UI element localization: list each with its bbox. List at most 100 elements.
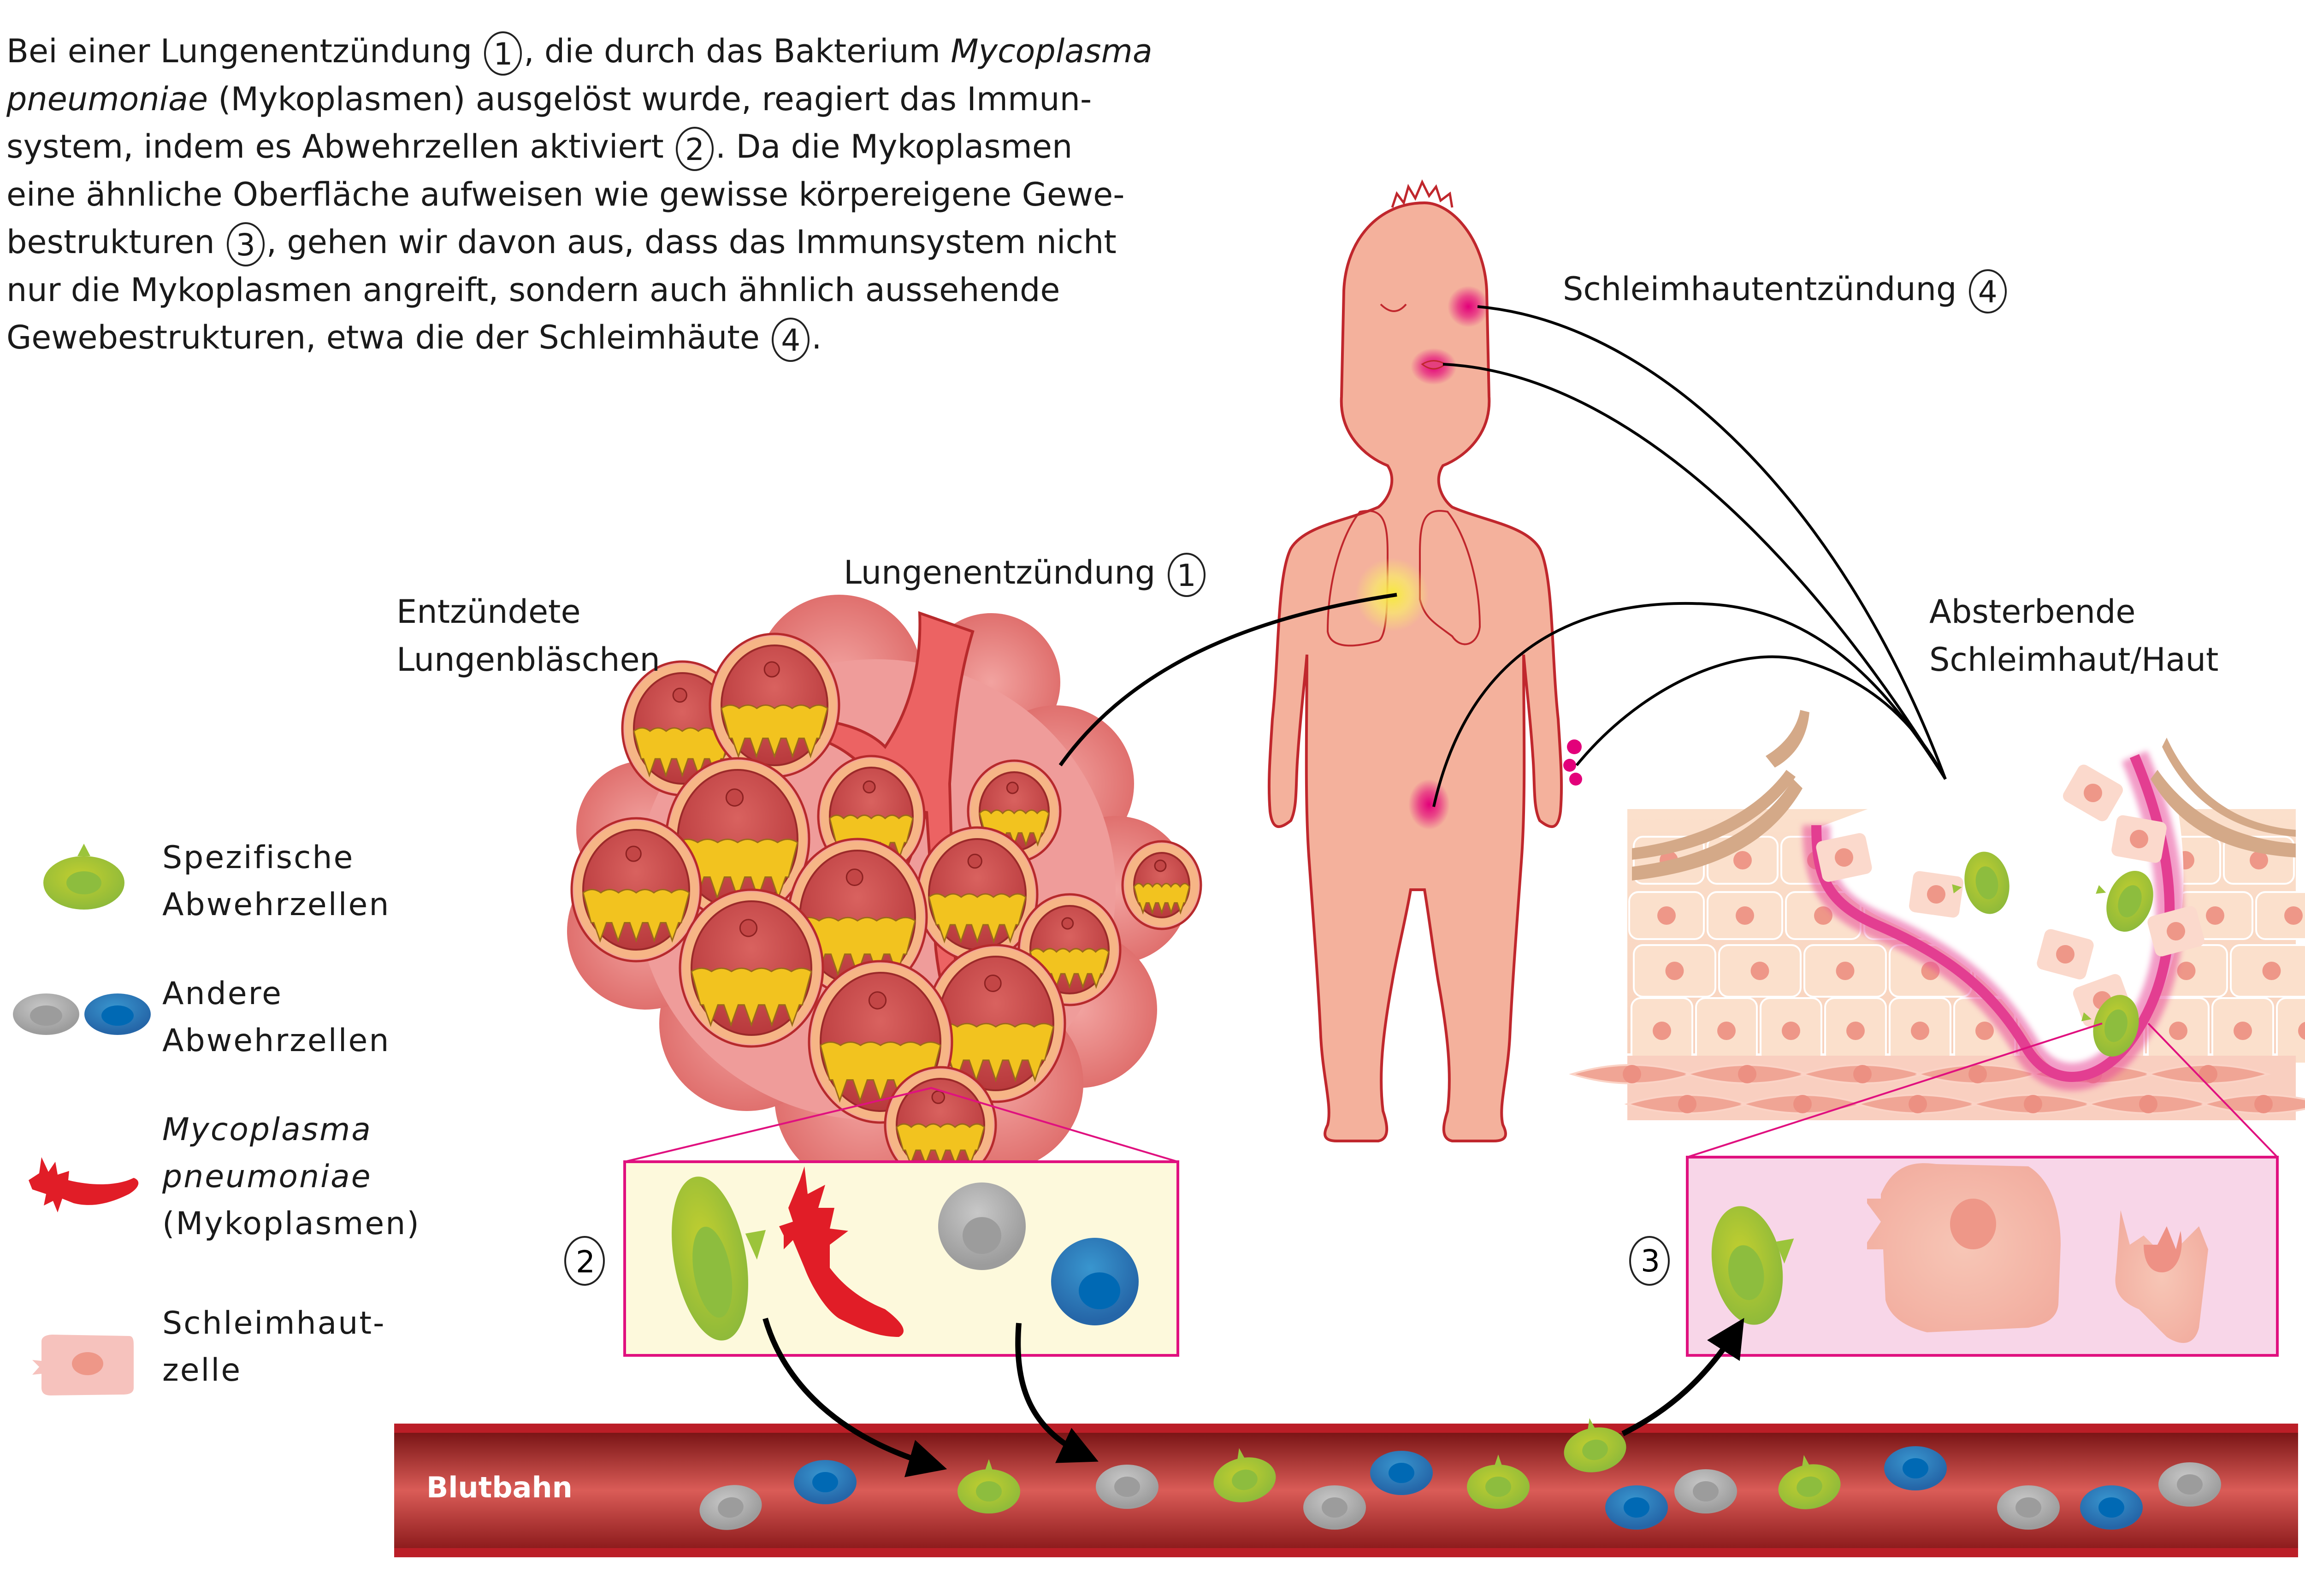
alveolus	[925, 944, 1066, 1103]
connector-wrist-to-skin	[1575, 655, 1947, 780]
detached-mucosal-cell	[1909, 871, 1963, 918]
alveolus	[570, 817, 702, 963]
legend-label-line: Abwehrzellen	[162, 887, 390, 923]
basal-cell	[1915, 1064, 2041, 1084]
skin-inflammation-spot	[1569, 773, 1582, 786]
other-immune-cell-gray	[1674, 1469, 1737, 1513]
epithelial-cell	[1633, 944, 1716, 998]
intro-text-after: , gehen wir davon aus, dass das Immunsys…	[266, 223, 1117, 261]
intro-line: nur die Mykoplasmen angreift, sondern au…	[6, 266, 1152, 314]
other-immune-cell-gray	[1096, 1465, 1158, 1509]
mycoplasma-bacterium	[779, 1166, 904, 1337]
epithelial-cell	[1760, 997, 1822, 1064]
arrow-specific-cell-to-blood	[762, 1318, 947, 1478]
intro-number-marker: 4	[772, 317, 810, 362]
label-inflamed-alveoli-line2: Lungenbläschen	[396, 641, 660, 679]
skin-inflammation-spot	[1567, 739, 1582, 754]
other-immune-cell-gray	[1303, 1485, 1366, 1530]
detached-mucosal-cells	[1816, 764, 2205, 1027]
intro-number-marker: 2	[676, 126, 714, 171]
specific-immune-cell	[957, 1459, 1020, 1513]
other-immune-cell-gray	[1997, 1485, 2060, 1530]
intro-text-before: system, indem es Abwehrzellen aktiviert	[6, 127, 674, 166]
label-inflamed-alveoli-line1: Entzündete	[396, 593, 581, 631]
keratin-layer-right	[2151, 738, 2296, 857]
basal-cell	[1855, 1094, 1981, 1114]
specific-immune-cell	[1564, 1418, 1626, 1472]
alveolus	[1017, 893, 1122, 1006]
alveolus	[916, 826, 1039, 963]
intro-text-before: bestrukturen	[6, 223, 225, 261]
connector-genital-to-skin	[1432, 602, 1947, 807]
child-hair	[1391, 179, 1454, 208]
eye-inflammation-spot	[1448, 286, 1489, 327]
specific-immune-cell	[1952, 851, 2009, 914]
bloodstream-label: Blutbahn	[426, 1471, 573, 1504]
basal-cell	[1569, 1064, 1695, 1084]
label-inflamed-alveoli: Entzündete Lungenbläschen	[396, 588, 660, 684]
blood-cells	[699, 1418, 2221, 1530]
specific-immune-cell	[1213, 1448, 1276, 1502]
child-body	[1267, 201, 1563, 1142]
intro-line: system, indem es Abwehrzellen aktiviert …	[6, 123, 1152, 171]
intro-number-marker: 3	[226, 222, 265, 266]
epithelial-cell	[1718, 944, 1802, 998]
intro-text-after: . Da die Mykoplasmen	[715, 127, 1073, 166]
intro-line: eine ähnliche Oberfläche aufweisen wie g…	[6, 171, 1152, 219]
intro-paragraph: Bei einer Lungenentzündung 1, die durch …	[6, 28, 1152, 362]
child-figure	[1267, 179, 1582, 1142]
intro-text-before: Gewebestrukturen, etwa die der Schleimhä…	[6, 318, 770, 356]
immune-cells-in-lesion	[1952, 851, 2153, 1057]
intro-line: pneumoniae (Mykoplasmen) ausgelöst wurde…	[6, 76, 1152, 123]
connector-eye-to-skin	[1477, 305, 1947, 780]
epithelial-cell	[1889, 997, 1951, 1064]
epithelial-cell	[1695, 997, 1758, 1064]
child-lung-left	[1326, 510, 1389, 647]
label-mucositis: Schleimhautentzündung 4	[1563, 265, 2009, 313]
label-pneumonia-text: Lungenentzündung	[844, 554, 1156, 591]
alveoli-group	[570, 632, 1202, 1184]
legend-label-line: Spezifische	[162, 839, 355, 876]
label-dying-mucosa-line2: Schleimhaut/Haut	[1929, 641, 2219, 679]
intro-number-marker: 1	[484, 31, 522, 76]
alveolus	[884, 1066, 997, 1184]
other-immune-cell-blue	[1370, 1451, 1433, 1495]
legend-label-mucosal-cell: Schleimhaut-zelle	[162, 1300, 386, 1394]
intro-text-before: eine ähnliche Oberfläche aufweisen wie g…	[6, 175, 1125, 213]
legend-label-line: zelle	[162, 1352, 242, 1389]
genital-inflammation-spot	[1408, 779, 1450, 830]
other-immune-cell-blue	[1884, 1446, 1947, 1490]
basal-cell	[1739, 1094, 1866, 1114]
label-mucositis-text: Schleimhautentzündung	[1563, 270, 1957, 308]
intro-text-after: .	[811, 318, 822, 356]
legend-label-line: Abwehrzellen	[162, 1023, 390, 1059]
label-dying-mucosa-line1: Absterbende	[1929, 593, 2136, 631]
detached-mucosal-cell	[2063, 764, 2123, 822]
bloodstream: Blutbahn	[394, 1418, 2298, 1557]
epithelial-cell	[1824, 997, 1887, 1064]
epithelial-cell	[1707, 891, 1783, 940]
epithelial-cell	[1803, 944, 1887, 998]
connector-lines	[1058, 305, 1947, 807]
mucosal-cell-damaged	[2115, 1210, 2208, 1343]
epithelial-cell	[2230, 944, 2305, 998]
epithelial-cell	[1631, 997, 1693, 1064]
epithelial-cell	[2255, 891, 2305, 940]
child-closed-eye	[1380, 303, 1407, 312]
intro-italic: pneumoniae	[6, 80, 208, 118]
label-dying-mucosa: Absterbende Schleimhaut/Haut	[1929, 588, 2218, 684]
basal-cell	[2200, 1094, 2305, 1114]
skin-inflammation-spot	[1563, 759, 1576, 772]
other-immune-cells-icon	[13, 993, 151, 1035]
inflamed-alveoli-illustration	[567, 595, 1202, 1189]
dying-mucosa-illustration	[1569, 710, 2305, 1120]
basal-cells	[1569, 1064, 2305, 1114]
marker-1: 1	[1167, 552, 1206, 597]
marker-4: 4	[1968, 269, 2007, 313]
detached-mucosal-cell	[1816, 833, 1872, 882]
legend-label-line: Mycoplasma	[162, 1111, 372, 1148]
other-immune-cell-gray	[2158, 1462, 2221, 1507]
